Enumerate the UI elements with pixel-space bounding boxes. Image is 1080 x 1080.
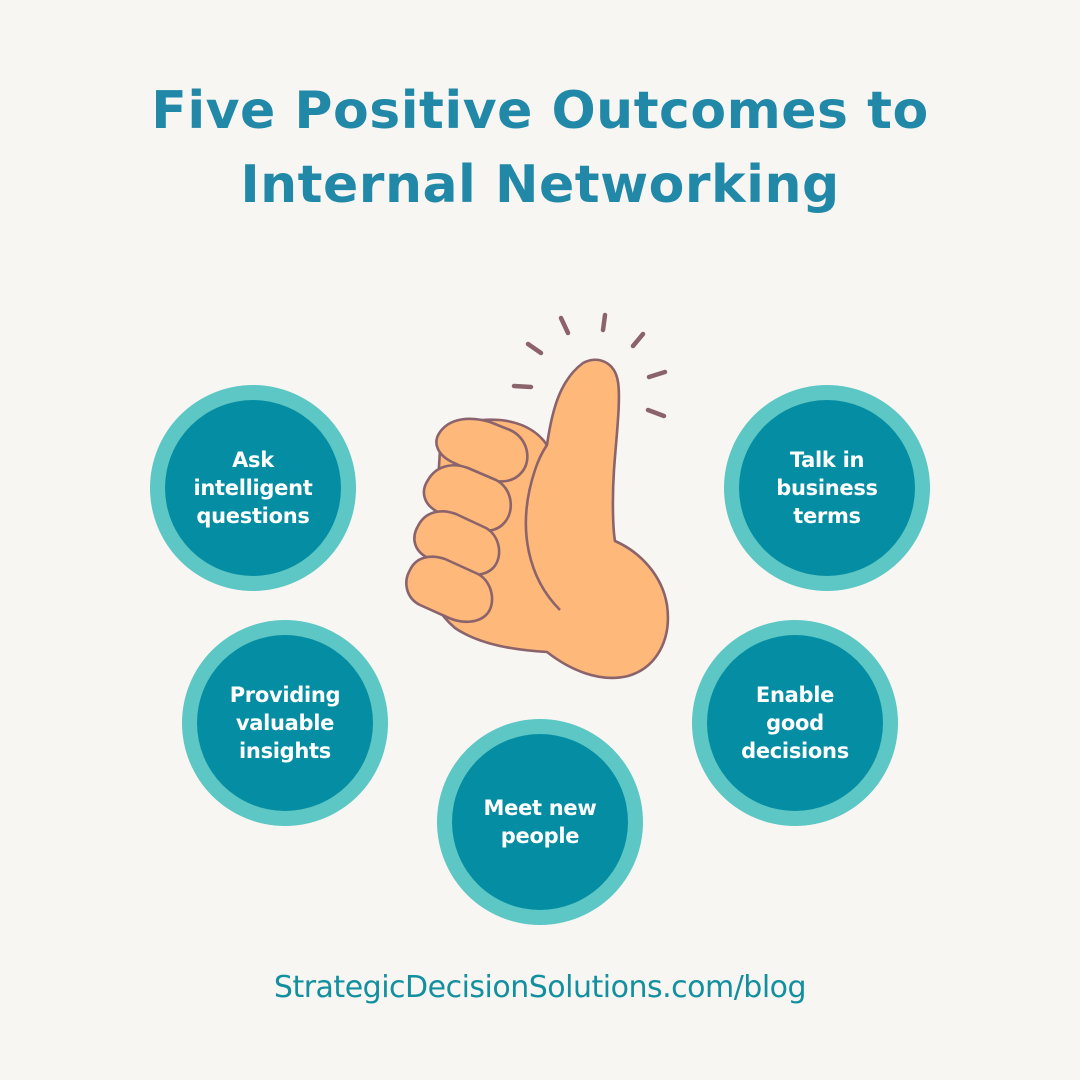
outcome-text-line: Ask xyxy=(232,448,274,472)
outcome-text-line: insights xyxy=(239,739,331,763)
outcome-circle-inner: Providing valuable insights xyxy=(197,635,373,811)
outcome-text-line: Enable xyxy=(755,683,835,707)
outcome-text-line: valuable xyxy=(235,711,335,735)
outcome-text-line: decisions xyxy=(741,739,849,763)
outcome-text-line: Meet new xyxy=(483,796,597,820)
outcome-circle-valuable-insights: Providing valuable insights xyxy=(182,620,388,826)
outcome-circle-inner: Meet new people xyxy=(452,734,628,910)
outcome-text-line: Providing xyxy=(229,683,341,707)
outcome-circle-inner: Ask intelligent questions xyxy=(165,400,341,576)
outcome-text-line: questions xyxy=(196,504,310,528)
outcome-circle-inner: Enable good decisions xyxy=(707,635,883,811)
outcome-circle-meet-people: Meet new people xyxy=(437,719,643,925)
title-line-1: Five Positive Outcomes to xyxy=(151,81,929,141)
outcome-text-line: people xyxy=(500,824,580,848)
title-line-2: Internal Networking xyxy=(240,155,840,215)
outcome-circle-business-terms: Talk in business terms xyxy=(724,385,930,591)
thumbs-up-icon xyxy=(405,312,670,680)
blog-url-link[interactable]: StrategicDecisionSolutions.com/blog xyxy=(273,970,807,1005)
outcome-text-line: Talk in xyxy=(789,448,865,472)
outcome-text-line: good xyxy=(766,711,824,735)
outcome-circle-inner: Talk in business terms xyxy=(739,400,915,576)
outcome-circle-good-decisions: Enable good decisions xyxy=(692,620,898,826)
outcome-text-line: intelligent xyxy=(193,476,313,500)
page-title: Five Positive Outcomes to Internal Netwo… xyxy=(0,74,1080,222)
sparkle-lines-icon xyxy=(511,312,668,419)
outcome-text-line: business xyxy=(776,476,878,500)
outcome-circle-ask-questions: Ask intelligent questions xyxy=(150,385,356,591)
outcome-text-line: terms xyxy=(793,504,861,528)
